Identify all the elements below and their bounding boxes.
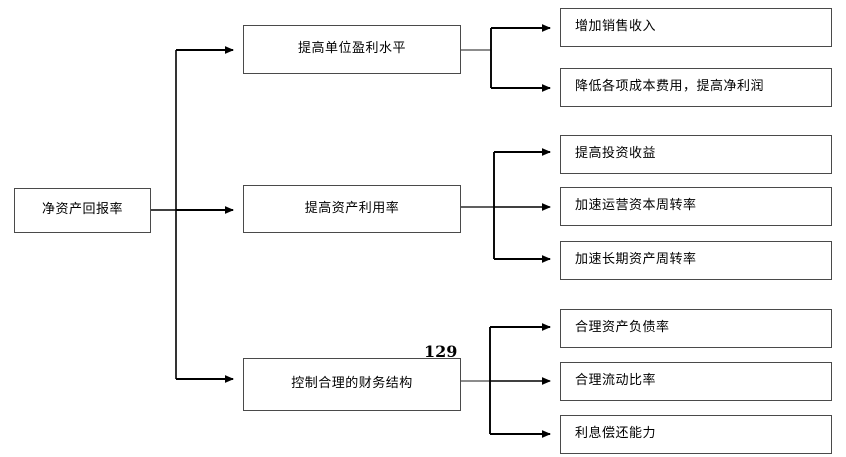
node-leaf-increase-sales-revenue[interactable]: 增加销售收入 [560, 8, 832, 47]
node-leaf-label: 利息偿还能力 [575, 426, 657, 442]
connector-group3-fanout [461, 323, 551, 438]
node-level2-improve-unit-profit[interactable]: 提高单位盈利水平 [243, 25, 461, 74]
node-root-label: 净资产回报率 [41, 202, 123, 218]
page-number: 129 [424, 342, 458, 361]
node-level2-control-financial-structure[interactable]: 控制合理的财务结构 [243, 358, 461, 411]
node-leaf-interest-repayment-ability[interactable]: 利息偿还能力 [560, 415, 832, 454]
node-leaf-reduce-costs-raise-net-profit[interactable]: 降低各项成本费用，提高净利润 [560, 68, 832, 107]
connector-group2-fanout [461, 148, 551, 263]
node-leaf-accelerate-working-capital-turnover[interactable]: 加速运营资本周转率 [560, 187, 832, 226]
node-leaf-label: 提高投资收益 [575, 146, 657, 162]
node-leaf-label: 加速长期资产周转率 [575, 252, 697, 268]
connector-root-trunk [151, 50, 177, 379]
node-leaf-label: 降低各项成本费用，提高净利润 [575, 79, 765, 95]
connector-trunk-to-level2 [176, 46, 234, 383]
node-level2-label: 控制合理的财务结构 [291, 376, 413, 392]
node-leaf-raise-investment-income[interactable]: 提高投资收益 [560, 135, 832, 174]
node-leaf-label: 增加销售收入 [575, 19, 657, 35]
node-level2-label: 提高单位盈利水平 [297, 41, 406, 57]
node-leaf-accelerate-long-term-asset-turnover[interactable]: 加速长期资产周转率 [560, 241, 832, 280]
node-leaf-label: 加速运营资本周转率 [575, 198, 697, 214]
node-level2-improve-asset-utilization[interactable]: 提高资产利用率 [243, 185, 461, 233]
node-leaf-reasonable-current-ratio[interactable]: 合理流动比率 [560, 362, 832, 401]
connector-group1-fanout [461, 24, 551, 92]
node-leaf-reasonable-debt-ratio[interactable]: 合理资产负债率 [560, 309, 832, 348]
node-level2-label: 提高资产利用率 [304, 200, 400, 216]
node-leaf-label: 合理资产负债率 [575, 320, 670, 336]
node-root[interactable]: 净资产回报率 [14, 188, 151, 233]
node-leaf-label: 合理流动比率 [575, 373, 657, 389]
